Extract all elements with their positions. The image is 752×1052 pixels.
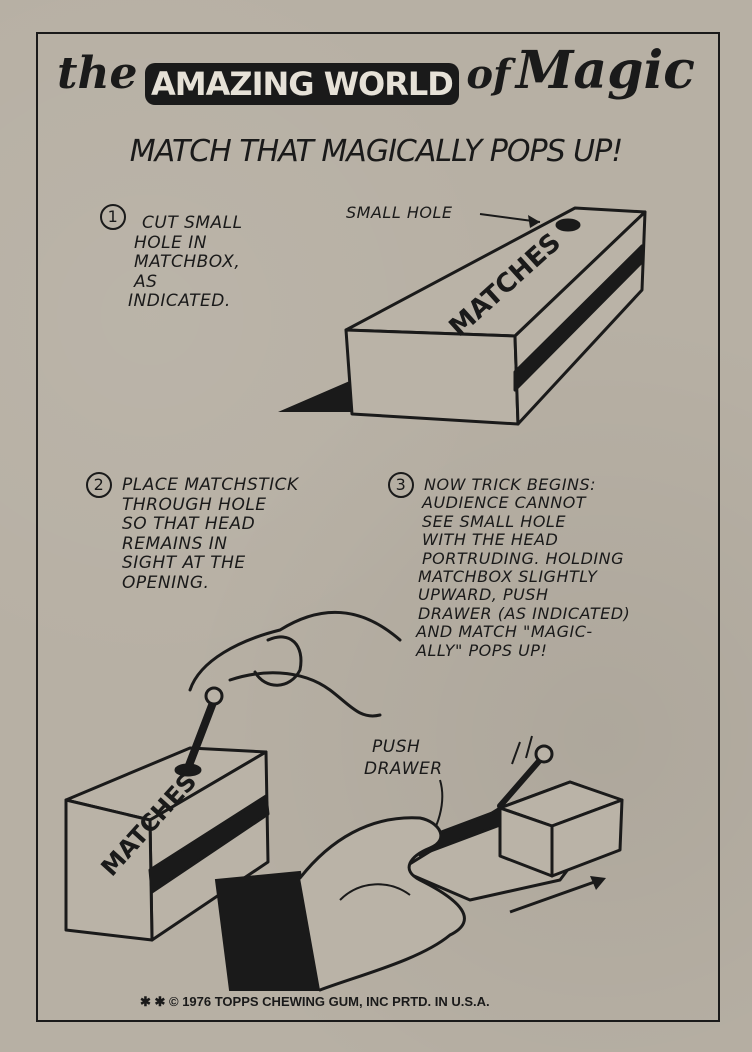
card-title: the AMAZING WORLD of Magic: [0, 40, 752, 105]
step3-line: Now trick begins:: [424, 475, 597, 494]
direction-arrow-head-icon: [590, 876, 606, 890]
pushing-hand-illustration: [298, 816, 466, 992]
step3-line: upward, push: [418, 585, 549, 605]
step3-instructions: 3 Now trick begins: audience cannot see …: [388, 472, 630, 660]
title-of: of: [466, 51, 511, 98]
step1-line: indicated.: [128, 291, 231, 312]
title-magic: Magic: [515, 40, 695, 101]
step3-line: and match "magic-: [416, 622, 593, 642]
step3-line: ally" pops up!: [416, 640, 548, 660]
push-label: PUSH: [372, 737, 421, 757]
step2-line: sight at the: [122, 553, 246, 574]
card-border-frame: [36, 32, 720, 1022]
step2-instructions: 2 Place matchstick through hole so that …: [86, 472, 299, 593]
step3-line: audience cannot: [422, 493, 587, 513]
step3-line: drawer (as indicated): [418, 603, 631, 623]
step3-line: see small hole: [422, 511, 566, 531]
step3-number: 3: [388, 472, 414, 498]
step1-number: 1: [100, 204, 126, 230]
matchbox-with-match-illustration: MATCHES: [64, 686, 270, 942]
step1-line: Cut small: [142, 213, 243, 233]
finger-line-icon: [339, 883, 411, 901]
step2-line: opening.: [122, 572, 210, 593]
step1-instructions: 1 Cut small hole in matchbox, as indicat…: [100, 204, 243, 312]
copyright-footer: ✱ ✱ © 1976 TOPPS CHEWING GUM, INC PRTD. …: [140, 994, 490, 1009]
direction-arrow-icon: [509, 878, 601, 914]
small-hole-label: SMALL HOLE: [346, 203, 453, 222]
step1-line: matchbox,: [134, 252, 241, 273]
matchbox-closed-illustration: MATCHES: [278, 206, 647, 426]
step2-line: remains in: [122, 533, 228, 554]
step1-line: hole in: [134, 232, 208, 253]
step1-line: as: [134, 271, 158, 292]
step2-number: 2: [86, 472, 112, 498]
title-the: the: [57, 48, 138, 99]
hole-arrow-head-icon: [528, 215, 540, 228]
drawer-label: DRAWER: [364, 759, 443, 779]
hand-illustration: [188, 610, 402, 718]
step3-line: matchbox slightly: [418, 566, 598, 586]
step2-line: through hole: [122, 494, 267, 515]
title-amazing-world: AMAZING WORLD: [145, 62, 459, 105]
step2-line: so that head: [122, 514, 256, 535]
motion-lines-icon: [511, 735, 533, 765]
matchbox-push-illustration: [398, 744, 624, 902]
step2-line: Place matchstick: [122, 475, 299, 495]
trick-title: MATCH THAT MAGICALLY POPS UP!: [129, 134, 624, 169]
step3-line: portruding. Holding: [422, 548, 624, 568]
step3-line: with the head: [422, 530, 559, 550]
